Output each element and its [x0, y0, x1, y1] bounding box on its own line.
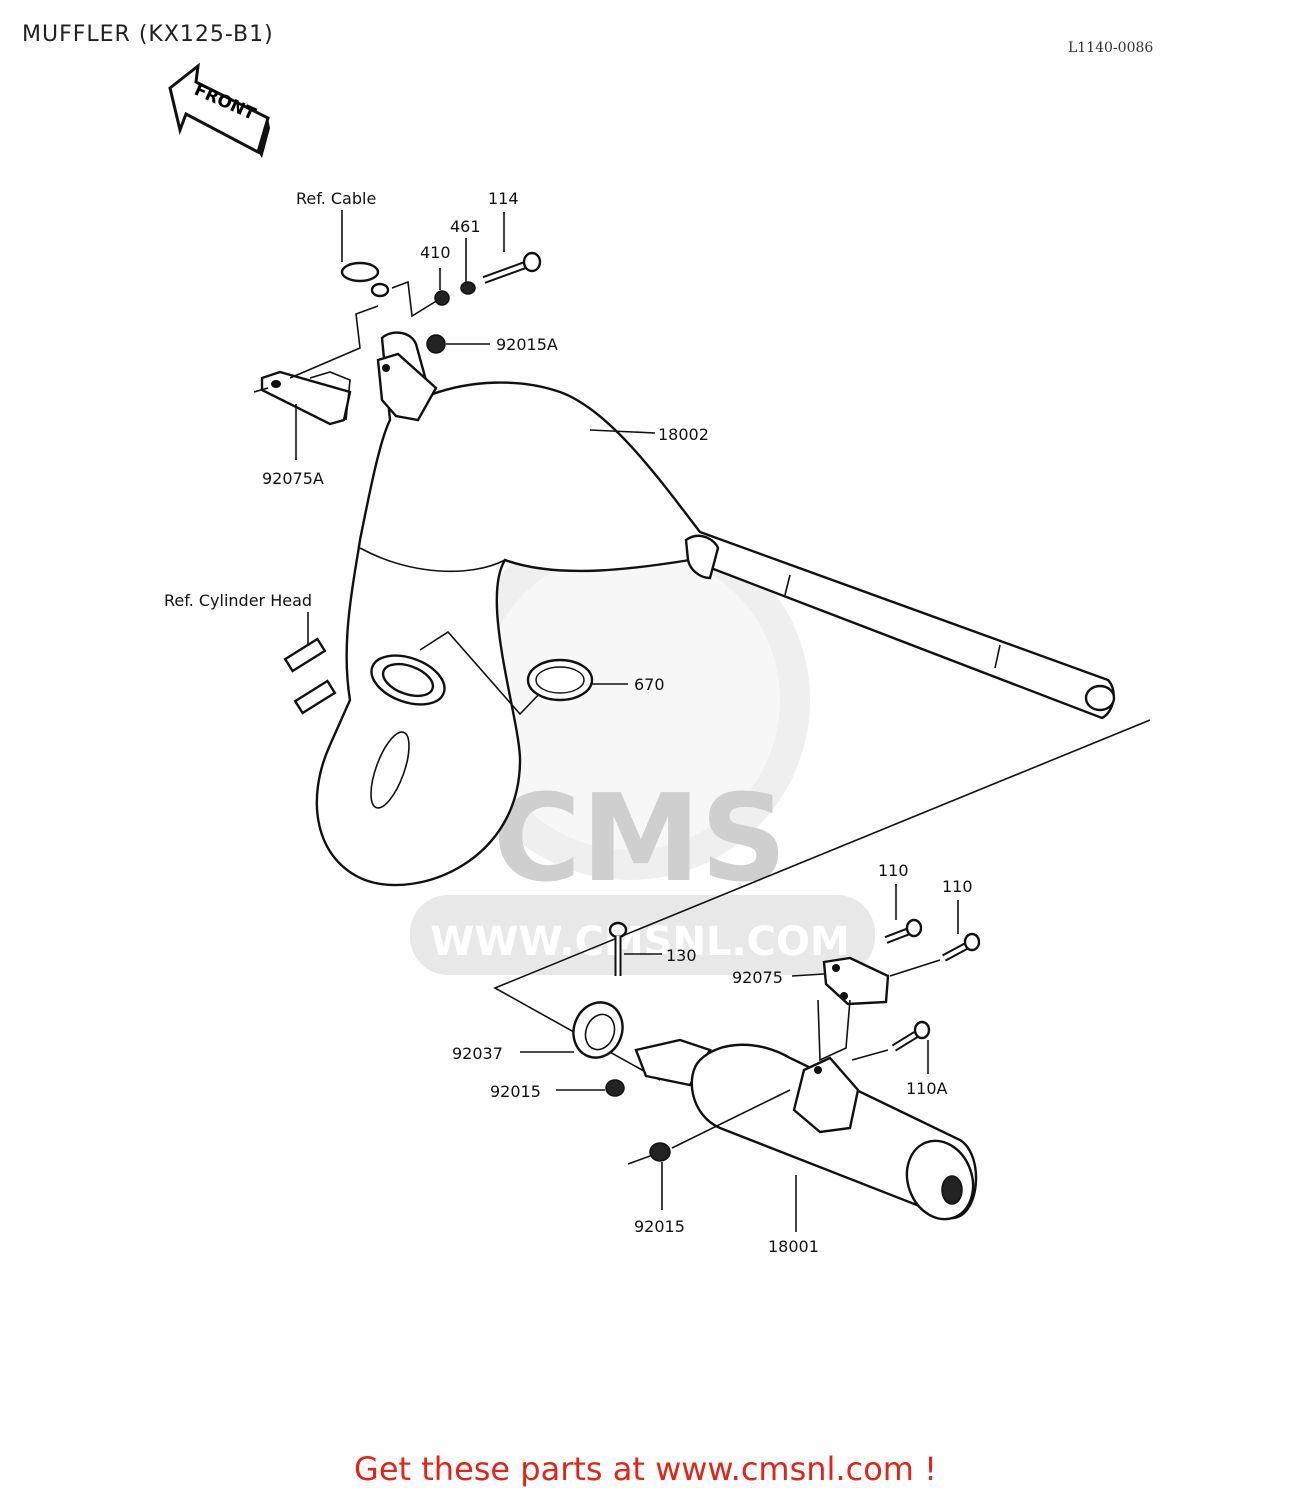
- label-114: 114: [488, 189, 519, 208]
- bolt-110A: [851, 1020, 931, 1074]
- label-410: 410: [420, 243, 451, 262]
- bolt-110-left: [884, 884, 923, 944]
- watermark: CMS WWW.CMSNL.COM: [410, 520, 875, 975]
- watermark-brand: CMS: [493, 770, 787, 909]
- bracket-92075A: [253, 305, 379, 460]
- washer-461: [460, 281, 476, 295]
- label-110-left: 110: [878, 861, 909, 880]
- label-92015A: 92015A: [496, 335, 558, 354]
- bracket-92075: [791, 956, 890, 1134]
- label-18001: 18001: [768, 1237, 819, 1256]
- springs: [283, 612, 337, 715]
- label-110A: 110A: [906, 1079, 948, 1098]
- bolt-130: [608, 921, 662, 976]
- bolt-114: [482, 251, 542, 284]
- label-670: 670: [634, 675, 665, 694]
- nut-92015-mid: [605, 1079, 625, 1097]
- diagram-title: MUFFLER (KX125-B1): [22, 22, 274, 47]
- drawing-code: L1140-0086: [1068, 40, 1154, 56]
- washer-410: [434, 290, 450, 306]
- watermark-url: WWW.CMSNL.COM: [430, 919, 850, 965]
- clamp-92037: [520, 1001, 624, 1059]
- cable-clip: [340, 210, 439, 318]
- label-461: 461: [450, 217, 481, 236]
- chamber-mount-tab: [376, 352, 438, 422]
- label-18002: 18002: [658, 425, 709, 444]
- bolt-110-right: [889, 900, 981, 977]
- silencer-18001: [634, 1038, 978, 1232]
- expansion-chamber-18002: [315, 331, 1116, 887]
- front-arrow: FRONT: [168, 62, 270, 158]
- label-92015-low: 92015: [634, 1217, 685, 1236]
- label-92075: 92075: [732, 968, 783, 987]
- label-92075A: 92075A: [262, 469, 324, 488]
- label-92037: 92037: [452, 1044, 503, 1063]
- label-130: 130: [666, 946, 697, 965]
- label-ref-cable: Ref. Cable: [296, 189, 376, 208]
- promo-footer[interactable]: Get these parts at www.cmsnl.com !: [354, 1450, 937, 1488]
- label-110-right: 110: [942, 877, 973, 896]
- label-ref-cylinder-head: Ref. Cylinder Head: [164, 591, 312, 610]
- nut-92015-low: [649, 1142, 671, 1162]
- nut-92015A: [426, 334, 446, 354]
- label-92015-mid: 92015: [490, 1082, 541, 1101]
